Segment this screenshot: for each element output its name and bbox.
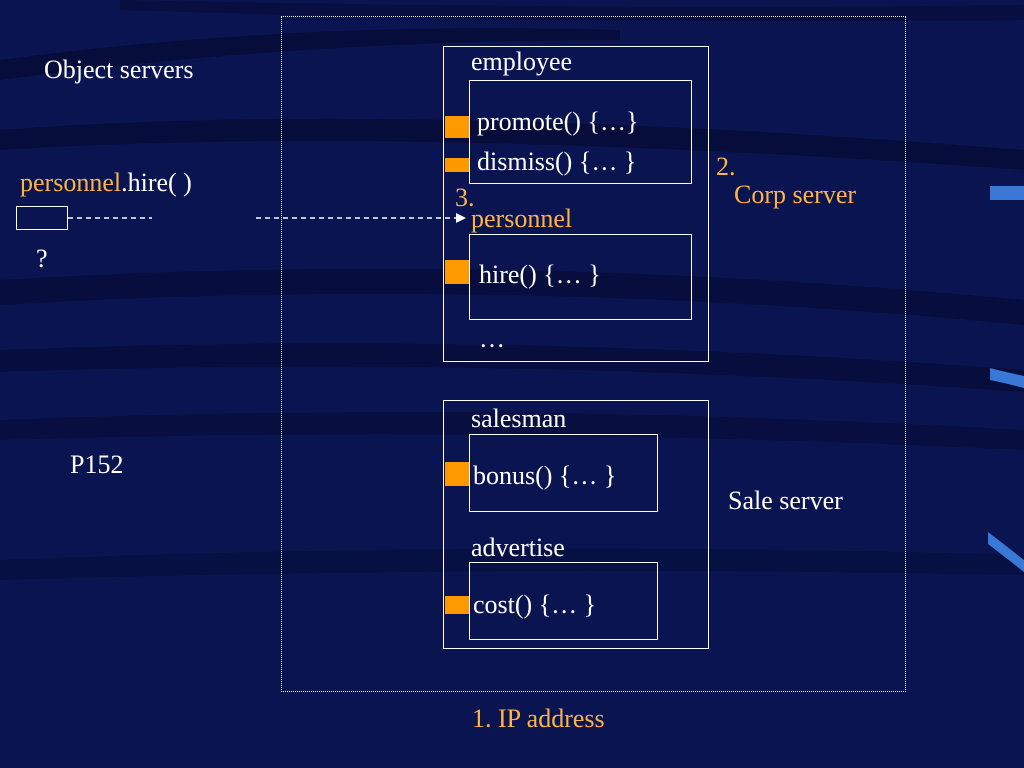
cost-method: cost() {… } xyxy=(473,590,597,619)
page-reference: P152 xyxy=(70,450,124,479)
step-3-label: 3. xyxy=(455,183,475,212)
call-object-name: personnel xyxy=(20,168,122,197)
advertise-label: advertise xyxy=(471,533,565,562)
salesman-object-box xyxy=(469,434,658,512)
personnel-label: personnel xyxy=(471,204,573,233)
cost-port xyxy=(445,596,469,614)
client-reference-box xyxy=(16,206,68,230)
hire-call: personnel.hire( ) xyxy=(20,168,192,198)
more-objects-ellipsis: … xyxy=(479,324,505,353)
dismiss-method: dismiss() {… } xyxy=(477,147,637,176)
corp-server-box xyxy=(443,46,709,362)
question-mark: ? xyxy=(36,244,48,273)
call-method-name: .hire( ) xyxy=(121,168,192,197)
salesman-label: salesman xyxy=(471,404,567,433)
step-1-label: 1. IP address xyxy=(472,704,605,733)
employee-label: employee xyxy=(471,47,573,76)
personnel-object-box xyxy=(469,234,692,320)
bonus-port xyxy=(445,462,469,486)
dismiss-port xyxy=(445,158,469,172)
advertise-object-box xyxy=(469,562,658,640)
employee-object-box xyxy=(469,80,692,184)
bonus-method: bonus() {… } xyxy=(473,461,617,490)
sale-server-label: Sale server xyxy=(728,486,843,515)
slide-title: Object servers xyxy=(44,55,194,84)
ip-address-boundary xyxy=(281,16,906,692)
sale-server-box xyxy=(443,400,709,649)
promote-method: promote() {…} xyxy=(477,107,639,136)
corp-server-label: Corp server xyxy=(734,180,857,209)
hire-port xyxy=(445,260,469,284)
promote-port xyxy=(445,116,469,138)
step-2-label: 2. xyxy=(716,152,736,181)
hire-method: hire() {… } xyxy=(479,260,601,289)
